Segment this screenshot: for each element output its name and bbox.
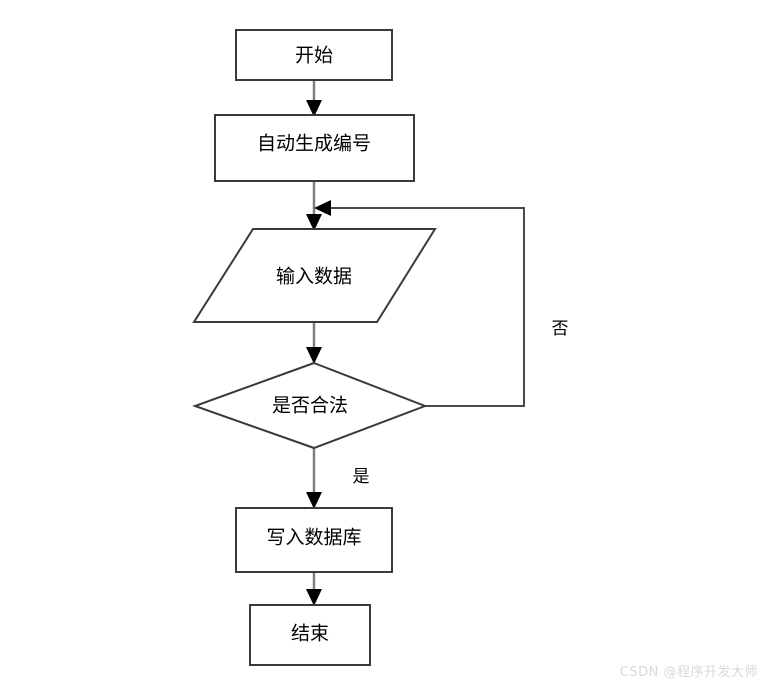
edge-start-to-auto-id xyxy=(306,80,322,117)
node-start[interactable]: 开始 xyxy=(235,29,393,81)
arrowhead-icon xyxy=(314,200,331,216)
arrowhead-icon xyxy=(306,347,322,364)
node-auto-id[interactable]: 自动生成编号 xyxy=(214,114,415,182)
arrowhead-icon xyxy=(306,589,322,606)
edge-check-to-write-db xyxy=(306,448,322,509)
node-end[interactable]: 结束 xyxy=(249,604,371,666)
node-write-db[interactable]: 写入数据库 xyxy=(235,507,393,573)
node-auto-id-label: 自动生成编号 xyxy=(257,133,371,155)
node-write-db-label: 写入数据库 xyxy=(266,527,361,549)
edge-auto-id-to-input xyxy=(306,181,322,231)
edge-label-no: 否 xyxy=(552,319,569,339)
node-input-data[interactable]: 输入数据 xyxy=(192,228,437,323)
edge-check-to-input-loop xyxy=(314,200,525,407)
node-input-data-label: 输入数据 xyxy=(276,266,352,288)
node-start-label: 开始 xyxy=(295,45,333,67)
edge-write-db-to-end xyxy=(306,572,322,606)
edge-label-yes: 是 xyxy=(353,467,370,487)
node-end-label: 结束 xyxy=(291,623,329,645)
arrowhead-icon xyxy=(306,492,322,509)
edge-input-to-check xyxy=(306,322,322,364)
node-decision-valid[interactable]: 是否合法 xyxy=(192,361,428,450)
arrowhead-icon xyxy=(306,214,322,231)
watermark: CSDN @程序开发大师 xyxy=(619,665,758,680)
arrowhead-icon xyxy=(306,100,322,117)
node-decision-valid-label: 是否合法 xyxy=(272,395,348,417)
